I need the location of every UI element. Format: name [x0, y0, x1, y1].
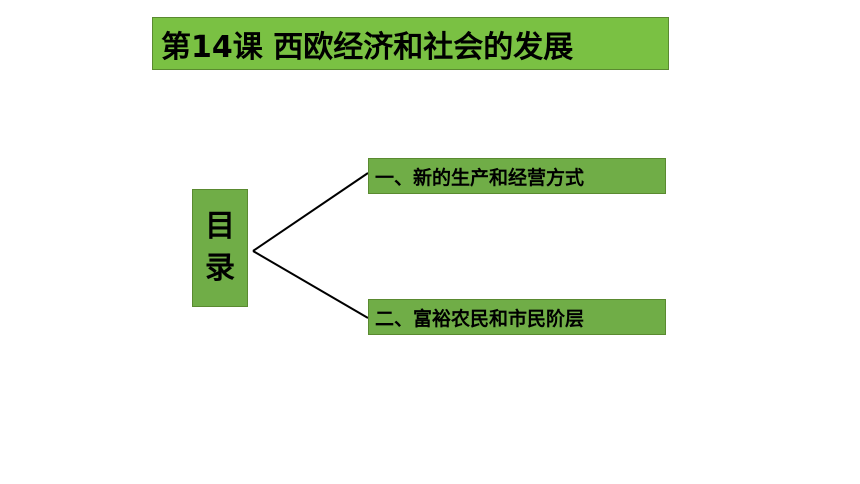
- lesson-title: 第14课 西欧经济和社会的发展: [161, 29, 574, 65]
- toc-item-1-label: 一、新的生产和经营方式: [375, 166, 585, 189]
- toc-char-2: 录: [205, 251, 235, 286]
- toc-item-2-label: 二、富裕农民和市民阶层: [375, 307, 585, 330]
- toc-item-1[interactable]: 一、新的生产和经营方式: [368, 158, 666, 194]
- toc-item-2[interactable]: 二、富裕农民和市民阶层: [368, 299, 666, 335]
- lesson-title-banner: 第14课 西欧经济和社会的发展: [152, 17, 669, 70]
- toc-char-1: 目: [205, 209, 235, 244]
- connector-line-bottom: [252, 250, 369, 319]
- table-of-contents-box: 目 录: [192, 189, 248, 307]
- connector-line-top: [252, 172, 369, 252]
